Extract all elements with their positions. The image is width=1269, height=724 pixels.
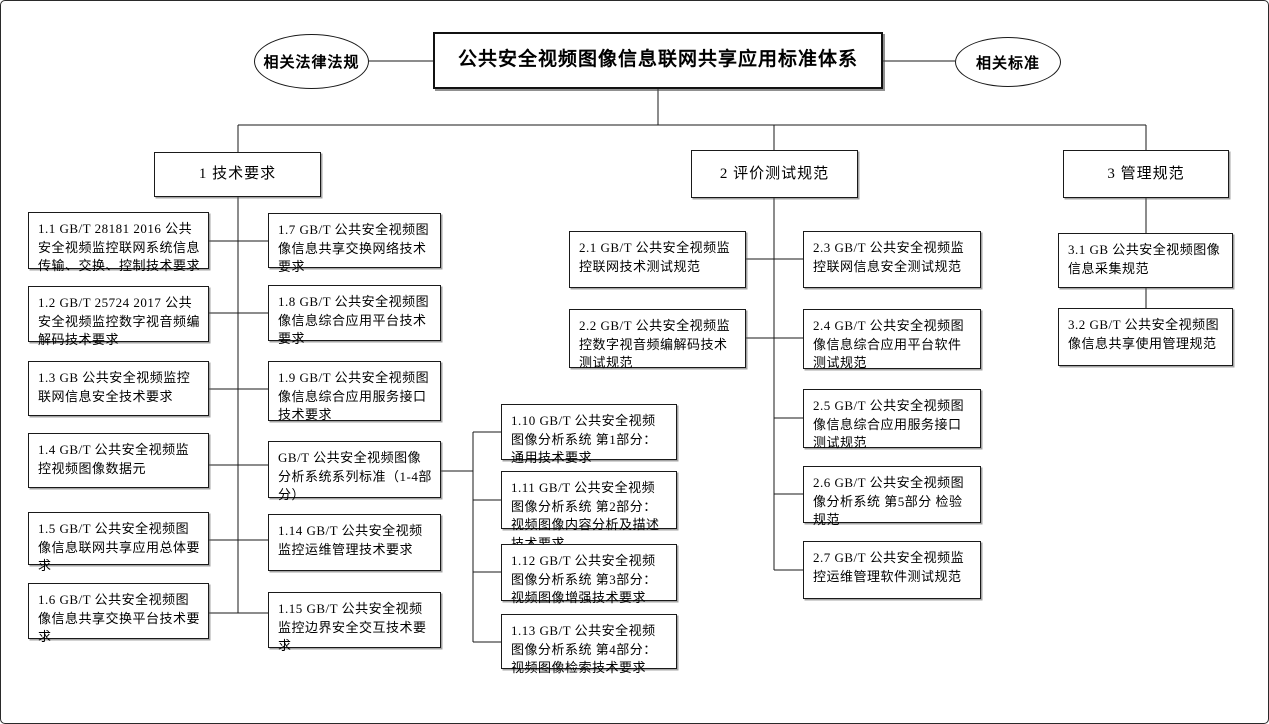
branch-management-specs: 3 管理规范 bbox=[1063, 150, 1229, 198]
node-2-3: 2.3 GB/T 公共安全视频监控联网信息安全测试规范 bbox=[803, 231, 981, 288]
node-1-14: 1.14 GB/T 公共安全视频监控运维管理技术要求 bbox=[268, 514, 441, 571]
diagram-title: 公共安全视频图像信息联网共享应用标准体系 bbox=[457, 49, 858, 71]
node-3-1: 3.1 GB 公共安全视频图像信息采集规范 bbox=[1058, 233, 1233, 288]
node-2-5: 2.5 GB/T 公共安全视频图像信息综合应用服务接口测试规范 bbox=[803, 389, 981, 450]
node-gbt-analysis-series: GB/T 公共安全视频图像分析系统系列标准（1-4部分） bbox=[268, 441, 441, 502]
root-node: 公共安全视频图像信息联网共享应用标准体系 bbox=[433, 32, 883, 89]
node-1-8: 1.8 GB/T 公共安全视频图像信息综合应用平台技术要求 bbox=[268, 285, 441, 346]
node-2-4: 2.4 GB/T 公共安全视频图像信息综合应用平台软件测试规范 bbox=[803, 309, 981, 370]
node-1-4: 1.4 GB/T 公共安全视频监控视频图像数据元 bbox=[28, 433, 209, 488]
node-1-1: 1.1 GB/T 28181 2016 公共安全视频监控联网系统信息传输、交换、… bbox=[28, 212, 209, 273]
node-1-10: 1.10 GB/T 公共安全视频图像分析系统 第1部分： 通用技术要求 bbox=[501, 404, 677, 465]
node-1-13: 1.13 GB/T 公共安全视频图像分析系统 第4部分： 视频图像检索技术要求 bbox=[501, 614, 677, 675]
node-1-12: 1.12 GB/T 公共安全视频图像分析系统 第3部分： 视频图像增强技术要求 bbox=[501, 544, 677, 605]
node-1-7: 1.7 GB/T 公共安全视频图像信息共享交换网络技术要求 bbox=[268, 213, 441, 274]
node-1-6: 1.6 GB/T 公共安全视频图像信息共享交换平台技术要求 bbox=[28, 583, 209, 644]
node-2-6: 2.6 GB/T 公共安全视频图像分析系统 第5部分 检验规范 bbox=[803, 466, 981, 527]
branch-evaluation-test-specs: 2 评价测试规范 bbox=[691, 150, 858, 198]
related-laws-node: 相关法律法规 bbox=[254, 34, 369, 89]
node-1-5: 1.5 GB/T 公共安全视频图像信息联网共享应用总体要求 bbox=[28, 512, 209, 573]
node-1-3: 1.3 GB 公共安全视频监控联网信息安全技术要求 bbox=[28, 361, 209, 416]
node-1-11: 1.11 GB/T 公共安全视频图像分析系统 第2部分： 视频图像内容分析及描述… bbox=[501, 471, 677, 551]
node-1-2: 1.2 GB/T 25724 2017 公共安全视频监控数字视音频编解码技术要求 bbox=[28, 286, 209, 347]
node-2-7: 2.7 GB/T 公共安全视频监控运维管理软件测试规范 bbox=[803, 541, 981, 599]
node-3-2: 3.2 GB/T 公共安全视频图像信息共享使用管理规范 bbox=[1058, 308, 1233, 366]
node-1-9: 1.9 GB/T 公共安全视频图像信息综合应用服务接口技术要求 bbox=[268, 361, 441, 422]
related-laws-label: 相关法律法规 bbox=[263, 55, 360, 71]
related-standards-label: 相关标准 bbox=[975, 55, 1040, 72]
related-standards-node: 相关标准 bbox=[955, 37, 1061, 87]
branch-technical-requirements: 1 技术要求 bbox=[154, 152, 321, 197]
node-2-2: 2.2 GB/T 公共安全视频监控数字视音频编解码技术测试规范 bbox=[569, 309, 746, 370]
node-1-15: 1.15 GB/T 公共安全视频监控边界安全交互技术要求 bbox=[268, 592, 441, 653]
node-2-1: 2.1 GB/T 公共安全视频监控联网技术测试规范 bbox=[569, 231, 746, 288]
